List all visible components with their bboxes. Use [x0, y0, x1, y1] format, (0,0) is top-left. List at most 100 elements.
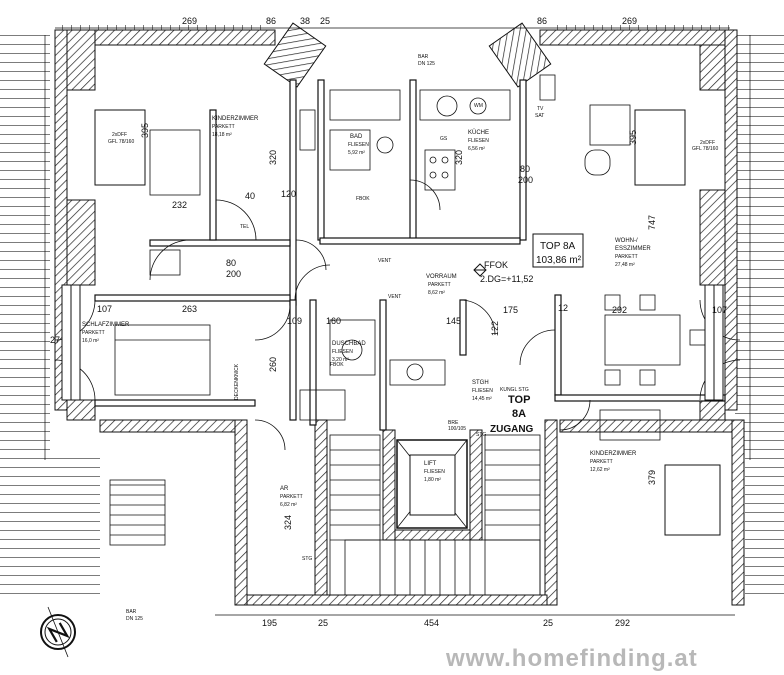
annotation-dn-bottom: DN 125 — [126, 616, 143, 622]
annotation-vent-a: VENT — [378, 258, 391, 264]
dim-top-86-right: 86 — [537, 16, 547, 26]
dim-top-269-right: 269 — [622, 16, 637, 26]
dim-top-269-left: 269 — [182, 16, 197, 26]
dim-bottom-25-left: 25 — [318, 618, 328, 628]
room-kinderzimmer-top: KINDERZIMMER PARKETT 18,18 m² — [212, 116, 259, 138]
entrance-label: TOP 8A ZUGANG — [490, 394, 534, 435]
room-floor: PARKETT — [280, 494, 303, 500]
room-stgh: STGH FLIESEN 14,45 m² — [472, 380, 493, 402]
annotation-stg-b: STG — [476, 432, 486, 438]
room-name: BAD — [350, 134, 363, 140]
annotation-stg-a: STG — [302, 556, 312, 562]
room-area: 3,20 m² — [332, 357, 349, 363]
dim-top-38: 38 — [300, 16, 310, 26]
annotation-wm: WM — [474, 103, 483, 109]
room-name: KINDERZIMMER — [590, 451, 637, 457]
room-floor: PARKETT — [428, 282, 451, 288]
windows — [61, 109, 724, 536]
dim-bottom-195: 195 — [262, 618, 277, 628]
dim-395-right: 395 — [628, 130, 638, 145]
room-floor: PARKETT — [590, 459, 613, 465]
dim-292-mid: 292 — [612, 305, 627, 315]
dim-320-b: 320 — [454, 150, 464, 165]
dim-top-25: 25 — [320, 16, 330, 26]
dim-120: 120 — [281, 189, 296, 199]
dim-260: 260 — [268, 357, 278, 372]
room-name: DUSCHBAD — [332, 341, 366, 347]
room-bad: BAD FLIESEN 5,92 m² — [348, 134, 369, 156]
annotation-dff-right: 2xDFF — [700, 140, 715, 146]
annotation-gs: GS — [440, 136, 448, 142]
room-lift: LIFT FLIESEN 1,80 m² — [424, 461, 445, 483]
entrance-top: TOP — [508, 394, 530, 406]
annotation-tv: TV — [537, 106, 544, 112]
dim-324: 324 — [283, 515, 293, 530]
annotation-fbok-a: FBOK — [356, 196, 370, 202]
dim-320-a: 320 — [268, 150, 278, 165]
room-name: LIFT — [424, 461, 437, 467]
dim-200: 200 — [226, 269, 241, 279]
furniture — [114, 74, 706, 441]
watermark: www.homefinding.at — [446, 645, 698, 672]
staircase — [109, 434, 541, 596]
lift-shaft — [396, 439, 468, 529]
annotation-sat: SAT — [535, 113, 544, 119]
dim-80: 80 — [226, 258, 236, 268]
room-area: 18,18 m² — [212, 132, 232, 138]
room-area: 8,62 m² — [428, 290, 445, 296]
ffok-marker: FFOK 2.DG=+11,52 — [473, 260, 533, 284]
dim-232: 232 — [172, 200, 187, 210]
entrance-unit: 8A — [512, 408, 526, 420]
room-name: KINDERZIMMER — [212, 116, 259, 122]
dim-200-kitchen: 200 — [518, 175, 533, 185]
ffok-value: 2.DG=+11,52 — [480, 274, 533, 284]
room-schlafzimmer: SCHLAFZIMMER PARKETT 16,0 m² — [82, 322, 130, 344]
outer-walls — [54, 22, 745, 606]
annotations: BAR DN 125 BAR DN 125 TV SAT WM GS TEL V… — [108, 54, 718, 622]
room-name: VORRAUM — [426, 274, 457, 280]
dim-263: 263 — [182, 304, 197, 314]
dim-175: 175 — [503, 305, 518, 315]
dim-80-kitchen: 80 — [520, 164, 530, 174]
room-area: 27,48 m² — [615, 262, 635, 268]
room-name: AR — [280, 486, 289, 492]
room-kueche: KÜCHE FLIESEN 6,56 m² — [468, 129, 489, 152]
annotation-vent-b: VENT — [388, 294, 401, 300]
unit-label-box: TOP 8A 103,86 m² — [532, 233, 584, 268]
dim-bottom-454: 454 — [424, 618, 439, 628]
room-wohn-esszimmer: WOHN-/ ESSZIMMER PARKETT 27,48 m² — [615, 238, 651, 268]
annotation-dff-left: 2xDFF — [112, 132, 127, 138]
dim-27: 27 — [50, 335, 60, 345]
room-floor: FLIESEN — [332, 349, 353, 355]
room-area: 16,0 m² — [82, 338, 99, 344]
annotation-dn-top: DN 125 — [418, 61, 435, 67]
room-name-2: ESSZIMMER — [615, 246, 651, 252]
room-name: STGH — [472, 380, 489, 386]
dim-bottom-25-right: 25 — [543, 618, 553, 628]
dim-107-left: 107 — [97, 304, 112, 314]
room-kinderzimmer-right: KINDERZIMMER PARKETT 12,62 m² — [590, 451, 637, 473]
room-duschbad: DUSCHBAD FLIESEN 3,20 m² — [332, 341, 366, 363]
dim-395-left: 395 — [140, 123, 150, 138]
room-area: 6,82 m² — [280, 502, 297, 508]
dim-379: 379 — [647, 470, 657, 485]
room-name: SCHLAFZIMMER — [82, 322, 130, 328]
room-area: 6,56 m² — [468, 146, 485, 152]
unit-name: TOP 8A — [540, 241, 576, 252]
inner-walls — [94, 79, 726, 431]
ffok-label: FFOK — [484, 260, 508, 270]
annotation-bre: BRE — [448, 420, 459, 426]
unit-area: 103,86 m² — [536, 255, 582, 266]
dim-top-86-left: 86 — [266, 16, 276, 26]
room-area: 1,80 m² — [424, 477, 441, 483]
room-floor: PARKETT — [615, 254, 638, 260]
dimension-labels: 269 86 38 25 86 269 195 25 454 25 292 39… — [50, 16, 727, 628]
annotation-tel: TEL — [240, 224, 249, 230]
room-ar: AR PARKETT 6,82 m² — [280, 486, 303, 508]
dimension-lines — [44, 27, 751, 616]
room-floor: PARKETT — [212, 124, 235, 130]
room-floor: PARKETT — [82, 330, 105, 336]
room-floor: FLIESEN — [468, 138, 489, 144]
dim-12: 12 — [558, 303, 568, 313]
